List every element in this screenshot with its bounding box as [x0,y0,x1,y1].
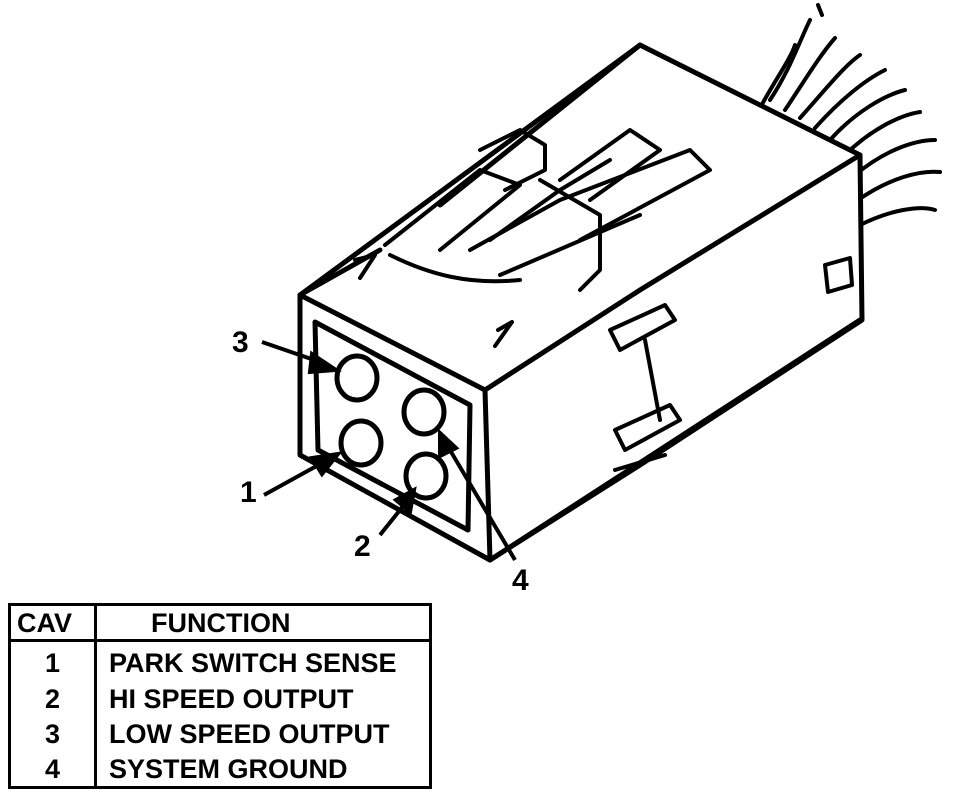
locking-latch [383,128,712,292]
callout-leaders [261,340,517,562]
row-3-function: LOW SPEED OUTPUT [109,719,390,749]
cavity-1 [338,418,384,468]
callout-3: 3 [232,326,249,359]
side-clip [353,253,854,472]
row-4-function: SYSTEM GROUND [109,754,348,784]
cavity-holes [334,353,449,501]
row-3-cav: 3 [45,719,61,749]
table-column-divider [94,606,97,786]
callout-4: 4 [512,564,529,597]
callout-2: 2 [354,530,371,563]
header-function: FUNCTION [151,608,291,638]
callout-1: 1 [240,476,257,509]
connector-housing [297,42,865,563]
cavity-function-table: CAV FUNCTION 1 PARK SWITCH SENSE 2 HI SP… [8,603,432,789]
table-header-divider [11,639,429,642]
cavity-4 [401,387,447,437]
row-2-cav: 2 [45,684,61,714]
cavity-2 [403,451,449,501]
row-1-cav: 1 [45,648,61,678]
row-4-cav: 4 [45,754,61,784]
header-cav: CAV [17,608,73,638]
row-1-function: PARK SWITCH SENSE [109,648,397,678]
cavity-3 [334,353,380,403]
row-2-function: HI SPEED OUTPUT [109,684,354,714]
wire-bundle [758,3,942,227]
